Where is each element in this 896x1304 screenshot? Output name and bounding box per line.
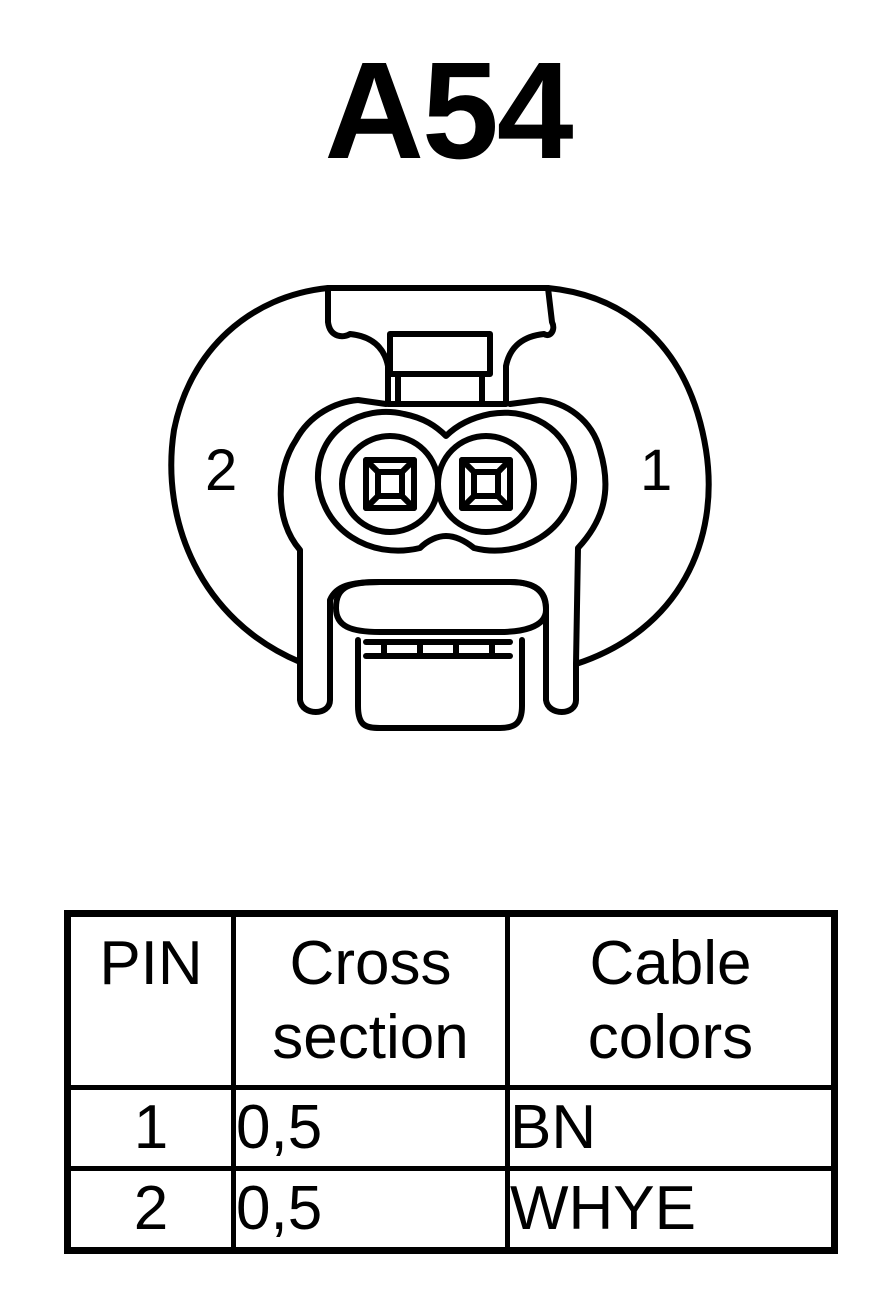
pin-2-bevel bbox=[363, 457, 381, 475]
pin-number: 2 bbox=[65, 1166, 236, 1253]
latch-square bbox=[387, 331, 493, 377]
lower-key-tab bbox=[355, 637, 525, 731]
pin-cavity-outline bbox=[314, 408, 578, 554]
pin-1-bevel bbox=[495, 457, 513, 475]
cable-color-value: BN bbox=[505, 1085, 837, 1171]
pin-number: 1 bbox=[65, 1085, 236, 1171]
pin-2-ring bbox=[339, 433, 441, 535]
lower-key-bar bbox=[333, 579, 549, 635]
cross-section-value: 0,5 bbox=[231, 1085, 510, 1171]
pin-label-left: 2 bbox=[205, 438, 237, 503]
pin-1-bevel bbox=[495, 493, 513, 511]
pin-1-terminal-outer bbox=[459, 457, 513, 511]
table-header-row: PIN Cross section Cable colors bbox=[65, 911, 837, 1090]
inner-body-outline bbox=[277, 397, 609, 667]
cable-color-value: WHYE bbox=[505, 1166, 837, 1253]
connector-title: A54 bbox=[324, 34, 573, 188]
pin-2-terminal-outer bbox=[363, 457, 417, 511]
header-pin: PIN bbox=[65, 911, 236, 1090]
pin-1-ring bbox=[435, 433, 537, 535]
header-cross-section: Cross section bbox=[231, 911, 510, 1090]
pin-label-right: 1 bbox=[640, 438, 672, 503]
pin-2-bevel bbox=[399, 457, 417, 475]
pin-2-bevel bbox=[363, 493, 381, 511]
pin-2-bevel bbox=[399, 493, 417, 511]
cross-section-value: 0,5 bbox=[231, 1166, 510, 1253]
connector-face-diagram: 2 1 bbox=[168, 285, 712, 731]
header-cable-colors: Cable colors bbox=[505, 911, 837, 1090]
pin-1-bevel bbox=[459, 493, 477, 511]
pin-2-terminal-inner bbox=[375, 469, 405, 499]
pin-1-bevel bbox=[459, 457, 477, 475]
table-row: 1 0,5 BN bbox=[65, 1085, 837, 1171]
latch-notch bbox=[325, 285, 557, 407]
table-row: 2 0,5 WHYE bbox=[65, 1166, 837, 1253]
pin-assignment-table: PIN Cross section Cable colors 1 0,5 BN … bbox=[64, 910, 838, 1254]
pin-1-terminal-inner bbox=[471, 469, 501, 499]
